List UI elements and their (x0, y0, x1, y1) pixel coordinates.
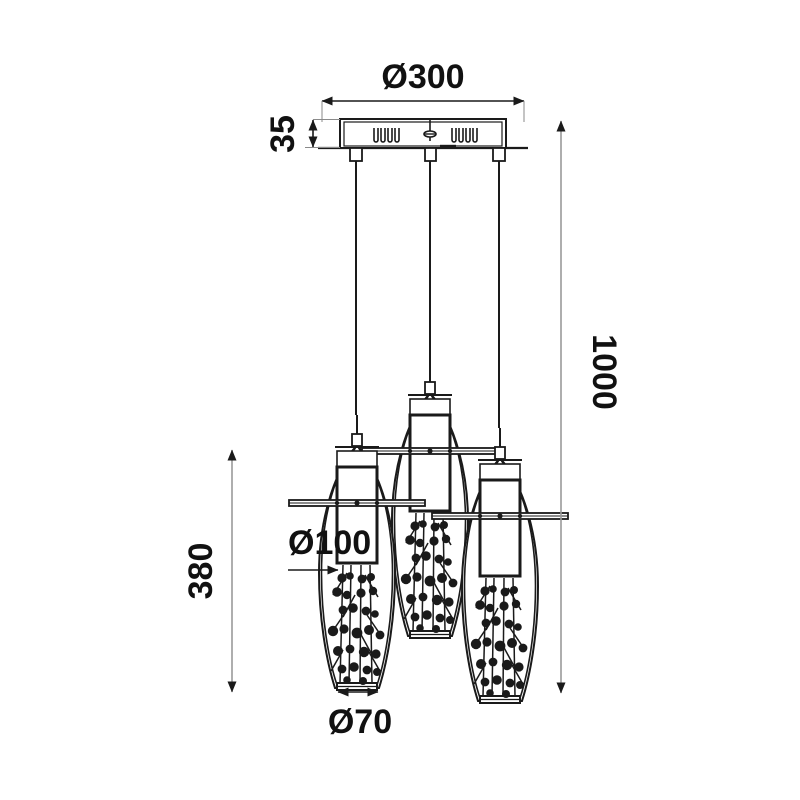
canopy-center-screw (423, 119, 437, 141)
dimension-label-total-drop: 1000 (585, 334, 623, 410)
canopy-vent-slots-right (451, 128, 478, 143)
dimension-canopy-height: 35 (264, 115, 340, 153)
dimension-shade-height: 380 (182, 449, 237, 693)
ceiling-canopy (318, 118, 528, 150)
dimension-shade-diameter: Ø100 (288, 524, 371, 575)
dimension-base-diameter: Ø70 (328, 687, 392, 741)
dimension-label-shade-diameter: Ø100 (288, 524, 371, 562)
dimension-label-base-diameter: Ø70 (328, 703, 392, 741)
dimension-total-drop: 1000 (556, 120, 623, 694)
dimension-canopy-diameter: Ø300 (321, 58, 525, 122)
canopy-vent-slots-left (373, 128, 400, 143)
dimension-label-canopy-diameter: Ø300 (381, 58, 464, 96)
dimension-label-canopy-height: 35 (264, 115, 302, 153)
suspension-cables (349, 147, 506, 428)
dimension-label-shade-height: 380 (182, 543, 220, 600)
